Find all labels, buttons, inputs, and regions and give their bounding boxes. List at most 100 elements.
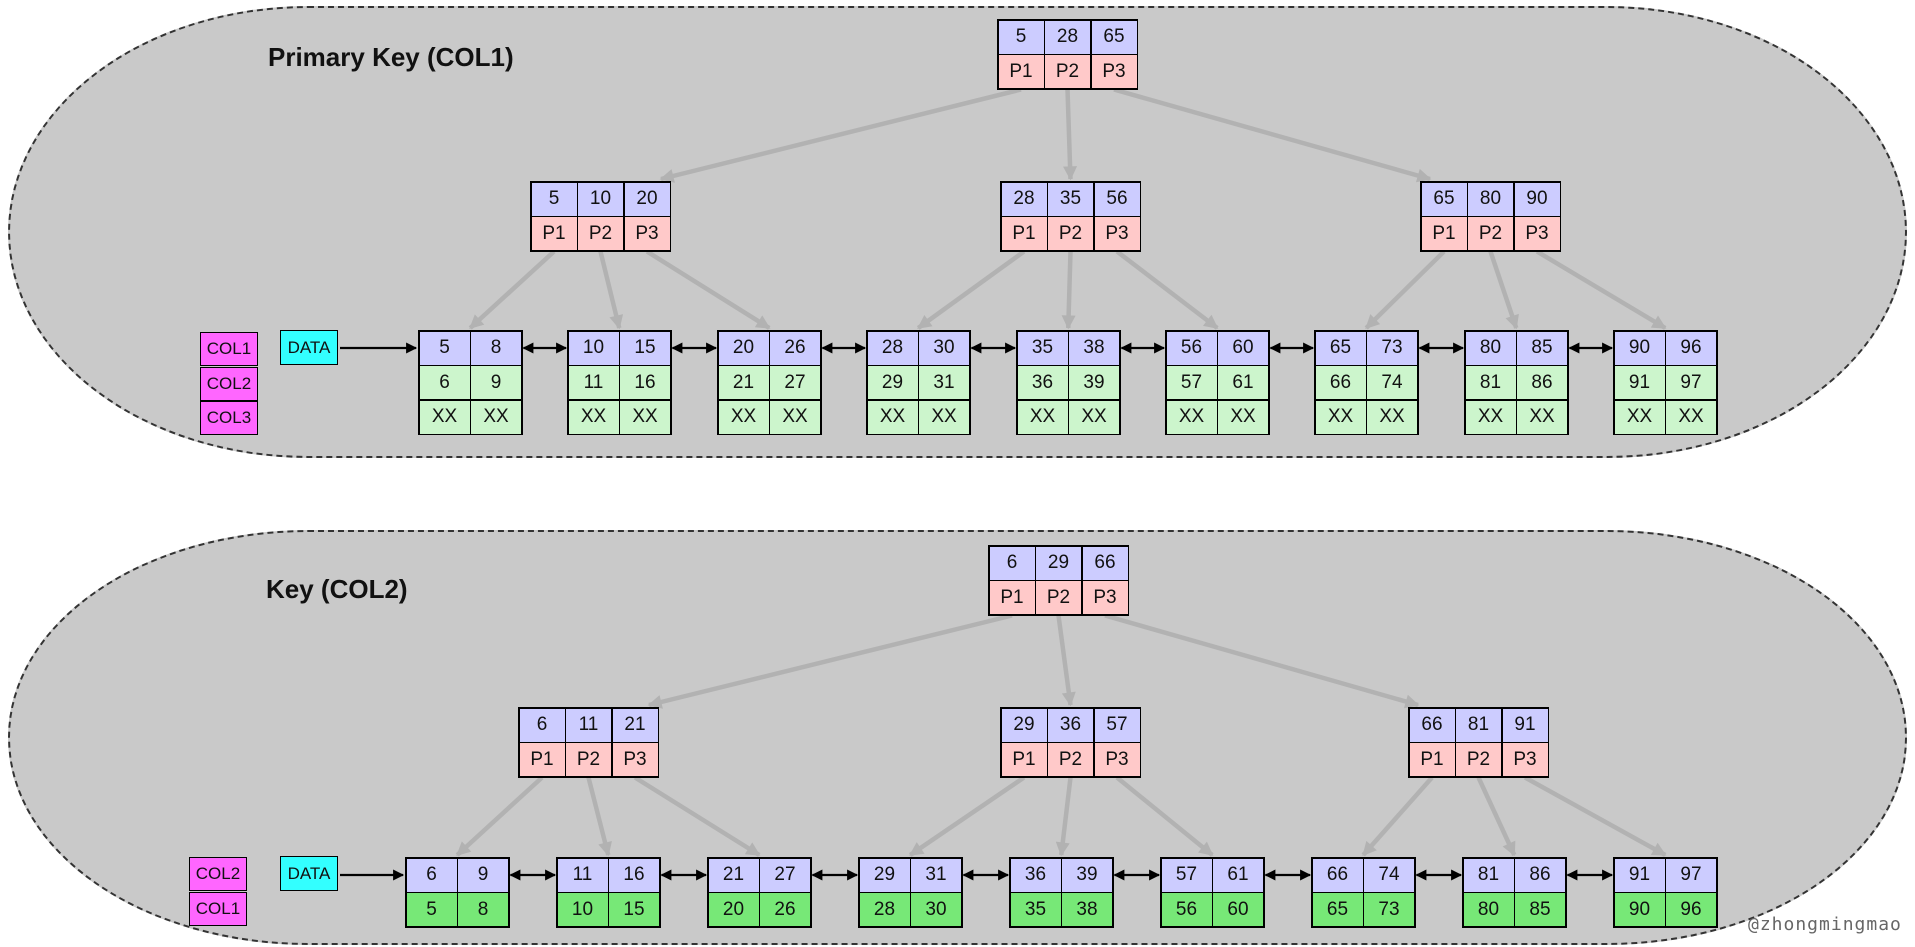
key-cell: 66 <box>1082 546 1128 580</box>
pointer-cell: P3 <box>1502 743 1548 776</box>
data-cell: XX <box>867 400 918 434</box>
pointer-cell: P1 <box>519 743 565 776</box>
data-cell: XX <box>1069 400 1119 434</box>
key-cell: 6 <box>519 708 565 742</box>
legend-col3: COL3 <box>200 401 258 435</box>
key-cell: 91 <box>1502 708 1548 742</box>
key-cell: 20 <box>624 182 670 216</box>
pointer-cell: P2 <box>1036 581 1081 614</box>
data-cell: XX <box>419 400 470 434</box>
key-cell: 28 <box>1045 20 1090 54</box>
key-cell: 29 <box>1036 546 1081 580</box>
data-cell: XX <box>1017 400 1068 434</box>
key-cell: 8 <box>471 331 521 365</box>
data-cell: 9 <box>471 366 521 399</box>
key-cell: 57 <box>1161 858 1212 892</box>
key-cell: 96 <box>1666 331 1716 365</box>
data-cell: 38 <box>1062 893 1112 926</box>
pointer-cell: P2 <box>578 217 623 250</box>
key-cell: 39 <box>1062 858 1112 892</box>
data-cell: 11 <box>568 366 619 399</box>
pointer-cell: P1 <box>531 217 577 250</box>
key-cell: 57 <box>1094 708 1140 742</box>
data-cell: 39 <box>1069 366 1119 399</box>
data-cell: 60 <box>1213 893 1263 926</box>
key-cell: 60 <box>1218 331 1268 365</box>
key-cell: 11 <box>566 708 611 742</box>
data-cell: 81 <box>1465 366 1516 399</box>
key-cell: 6 <box>989 546 1035 580</box>
pointer-cell: P1 <box>1409 743 1455 776</box>
key-cell: 5 <box>531 182 577 216</box>
key-cell: 36 <box>1048 708 1093 742</box>
data-cell: 26 <box>760 893 810 926</box>
key-cell: 80 <box>1465 331 1516 365</box>
watermark: @zhongmingmao <box>1748 914 1902 935</box>
key-cell: 28 <box>867 331 918 365</box>
data-cell: XX <box>1614 400 1665 434</box>
data-cell: XX <box>919 400 969 434</box>
key-cell: 91 <box>1614 858 1665 892</box>
data-cell: 85 <box>1515 893 1565 926</box>
data-cell: 8 <box>458 893 508 926</box>
key-cell: 65 <box>1315 331 1366 365</box>
data-cell: 16 <box>620 366 670 399</box>
key-cell: 38 <box>1069 331 1119 365</box>
data-cell: 27 <box>770 366 820 399</box>
data-cell: 10 <box>557 893 608 926</box>
key-cell: 74 <box>1364 858 1414 892</box>
key-cell: 10 <box>568 331 619 365</box>
pointer-cell: P3 <box>1094 743 1140 776</box>
pointer-cell: P2 <box>566 743 611 776</box>
key-cell: 35 <box>1017 331 1068 365</box>
pointer-cell: P1 <box>1001 217 1047 250</box>
data-cell: 36 <box>1017 366 1068 399</box>
key-cell: 73 <box>1367 331 1417 365</box>
data-cell: XX <box>1666 400 1716 434</box>
key-cell: 66 <box>1409 708 1455 742</box>
key-cell: 26 <box>770 331 820 365</box>
key-cell: 80 <box>1468 182 1513 216</box>
pointer-cell: P1 <box>1421 217 1467 250</box>
data-cell: 61 <box>1218 366 1268 399</box>
data-cell: 21 <box>718 366 769 399</box>
data-cell: 28 <box>859 893 910 926</box>
data-cell: 6 <box>419 366 470 399</box>
data-cell: 56 <box>1161 893 1212 926</box>
key-cell: 97 <box>1666 858 1716 892</box>
key-cell: 56 <box>1094 182 1140 216</box>
key-cell: 9 <box>458 858 508 892</box>
data-cell: XX <box>471 400 521 434</box>
data-cell: 74 <box>1367 366 1417 399</box>
data-cell: 80 <box>1463 893 1514 926</box>
pointer-cell: P2 <box>1045 55 1090 88</box>
data-box: DATA <box>280 856 338 891</box>
key-cell: 21 <box>708 858 759 892</box>
key-cell: 35 <box>1048 182 1093 216</box>
key-cell: 15 <box>620 331 670 365</box>
data-cell: XX <box>1218 400 1268 434</box>
pointer-cell: P2 <box>1468 217 1513 250</box>
data-cell: 65 <box>1312 893 1363 926</box>
data-cell: XX <box>620 400 670 434</box>
pointer-cell: P1 <box>1001 743 1047 776</box>
data-cell: 29 <box>867 366 918 399</box>
